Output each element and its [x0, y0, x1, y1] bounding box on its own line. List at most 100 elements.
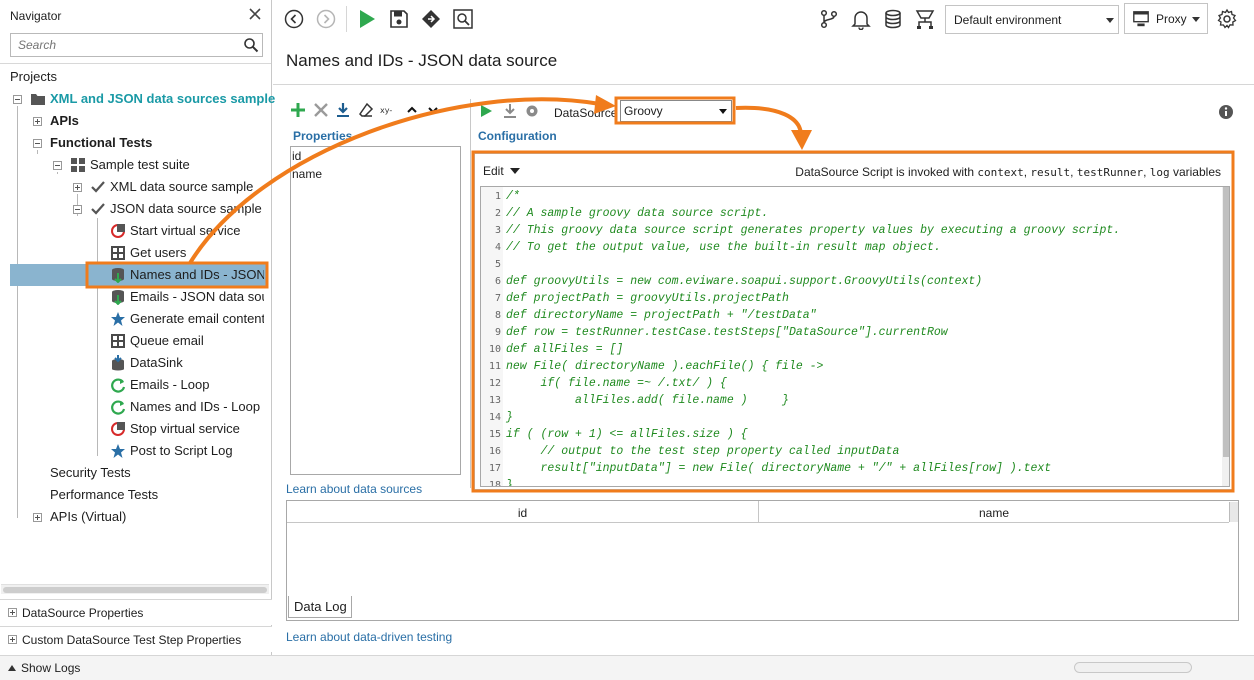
tree-item-test-step[interactable]: Emails - Loop	[0, 374, 268, 396]
tree-item-test-step[interactable]: Start virtual service	[0, 220, 268, 242]
edit-menu-button[interactable]: Edit	[483, 164, 520, 178]
tree-item-test-case[interactable]: JSON data source sample	[0, 198, 268, 220]
expand-icon[interactable]	[8, 608, 17, 617]
search-screen-icon[interactable]	[452, 8, 474, 30]
line-number: 12	[488, 378, 501, 389]
properties-list: id name	[290, 146, 461, 475]
show-logs-button[interactable]: Show Logs	[8, 661, 80, 675]
eraser-icon[interactable]	[358, 102, 374, 118]
collapse-icon[interactable]	[53, 161, 62, 170]
tree-item-test-case[interactable]: XML data source sample	[0, 176, 268, 198]
hint-var-testrunner: testRunner	[1076, 166, 1144, 179]
column-header-name[interactable]: name	[759, 501, 1229, 523]
expand-icon[interactable]	[73, 183, 82, 192]
move-up-icon[interactable]	[404, 102, 420, 118]
rename-icon[interactable]: xy-	[380, 102, 398, 118]
datasource-properties-panel[interactable]: DataSource Properties	[0, 599, 272, 625]
database-icon[interactable]	[882, 8, 904, 30]
tree-item-label: Names and IDs - Loop	[130, 399, 261, 414]
endpoint-icon[interactable]	[420, 8, 442, 30]
vertical-scrollbar[interactable]	[1222, 187, 1229, 486]
gear-icon[interactable]	[1216, 8, 1238, 30]
tree-item-performance-tests[interactable]: Performance Tests	[0, 484, 268, 506]
horizontal-scrollbar[interactable]	[1, 584, 269, 594]
tab-data-log[interactable]: Data Log	[288, 596, 352, 618]
learn-data-driven-link[interactable]: Learn about data-driven testing	[286, 630, 453, 644]
stop-virt-icon	[111, 422, 125, 436]
run-icon[interactable]	[478, 103, 494, 119]
page-title: Names and IDs - JSON data source	[286, 51, 558, 70]
expand-icon[interactable]	[33, 117, 42, 126]
gear-icon[interactable]	[524, 103, 540, 119]
proxy-button[interactable]: Proxy	[1124, 3, 1208, 34]
back-icon[interactable]	[283, 8, 305, 30]
line-number: 8	[494, 310, 501, 321]
tree-item-security-tests[interactable]: Security Tests	[0, 462, 268, 484]
tree-item-test-step[interactable]: DataSink	[0, 352, 268, 374]
tree-item-test-step[interactable]: Get users	[0, 242, 268, 264]
close-icon[interactable]	[247, 6, 263, 22]
download-icon[interactable]	[335, 102, 351, 118]
search-icon[interactable]	[243, 37, 259, 53]
delete-icon[interactable]	[313, 102, 329, 118]
bell-icon[interactable]	[850, 8, 872, 30]
line-number: 2	[494, 208, 501, 219]
collapse-icon[interactable]	[33, 139, 42, 148]
code-line: // output to the test step property call…	[506, 445, 900, 458]
rest-request-icon	[111, 334, 125, 348]
run-icon[interactable]	[356, 8, 378, 30]
list-item[interactable]: name	[292, 167, 323, 181]
horizontal-scrollbar[interactable]	[1074, 662, 1192, 673]
forward-icon[interactable]	[315, 8, 337, 30]
datasource-select[interactable]: Groovy	[620, 100, 732, 122]
scrollbar-thumb[interactable]	[3, 587, 267, 593]
chevron-down-icon	[1106, 18, 1114, 23]
status-bar: Show Logs	[0, 655, 1254, 680]
collapse-icon[interactable]	[13, 95, 22, 104]
save-icon[interactable]	[388, 8, 410, 30]
tree-item-project[interactable]: XML and JSON data sources sample	[0, 88, 275, 110]
list-item[interactable]: id	[292, 149, 302, 163]
network-icon[interactable]	[914, 8, 936, 30]
custom-properties-panel[interactable]: Custom DataSource Test Step Properties	[0, 626, 272, 652]
info-icon[interactable]	[1218, 104, 1234, 120]
column-header-id[interactable]: id	[287, 501, 759, 523]
collapse-icon[interactable]	[73, 205, 82, 214]
hint-var-log: log	[1149, 166, 1170, 179]
tree-item-selected-test-step[interactable]: Names and IDs - JSON data source	[10, 264, 268, 286]
tree-item-test-suite[interactable]: Sample test suite	[0, 154, 268, 176]
splitter[interactable]	[470, 99, 471, 488]
column-menu-icon[interactable]	[1229, 502, 1238, 522]
tree-item-functional-tests[interactable]: Functional Tests	[0, 132, 268, 154]
expand-icon[interactable]	[8, 635, 17, 644]
tree-item-test-step[interactable]: Names and IDs - Loop	[0, 396, 268, 418]
move-down-icon[interactable]	[425, 102, 441, 118]
expand-icon[interactable]	[33, 513, 42, 522]
tree-item-test-step[interactable]: Emails - JSON data source	[0, 286, 268, 308]
tree-item-test-step[interactable]: Generate email content	[0, 308, 268, 330]
learn-data-sources-link[interactable]: Learn about data sources	[286, 482, 423, 496]
add-icon[interactable]	[290, 102, 306, 118]
search-input[interactable]	[11, 34, 239, 56]
tree-item-apis-virtual[interactable]: APIs (Virtual)	[0, 506, 268, 528]
tree-item-apis[interactable]: APIs	[0, 110, 268, 132]
environment-value: Default environment	[954, 13, 1062, 27]
tree-item-label: Names and IDs - JSON data source	[130, 267, 264, 282]
code-line: // This groovy data source script genera…	[506, 224, 1121, 237]
projects-label: Projects	[10, 69, 57, 84]
script-star-icon	[111, 444, 125, 458]
scrollbar-thumb[interactable]	[1223, 187, 1229, 457]
datasink-icon	[112, 355, 124, 371]
code-line: if( file.name =~ /.txt/ ) {	[506, 377, 727, 390]
download-icon[interactable]	[502, 103, 518, 119]
tree-item-test-step[interactable]: Stop virtual service	[0, 418, 268, 440]
environment-select[interactable]: Default environment	[945, 5, 1119, 34]
tree-item-test-step[interactable]: Post to Script Log	[0, 440, 268, 462]
git-branch-icon[interactable]	[818, 8, 840, 30]
panel-label: DataSource Properties	[22, 606, 144, 620]
loop-icon	[111, 378, 126, 393]
tree-item-test-step[interactable]: Queue email	[0, 330, 268, 352]
hint-prefix: DataSource Script is invoked with	[795, 165, 975, 179]
